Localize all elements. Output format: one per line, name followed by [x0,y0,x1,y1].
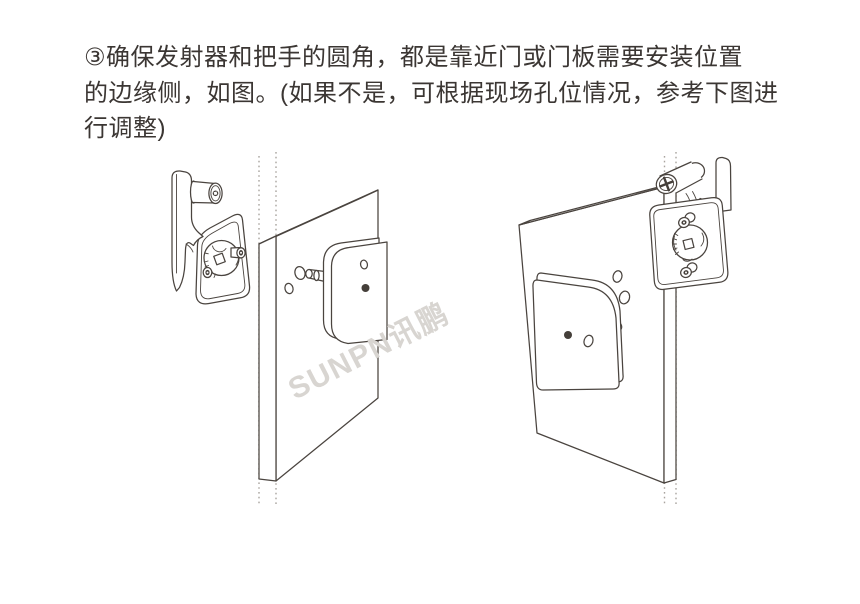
button-dot [361,284,370,292]
instruction-line-1: ③确保发射器和把手的圆角，都是靠近门或门板需要安装位置 [84,44,744,71]
square-spindle-hole [213,252,226,266]
screw-post-bottom [680,262,698,279]
cam-wheel [203,239,240,278]
screw-post-bottom [202,266,213,279]
screw-post-top [678,212,696,229]
mounting-holes [284,265,306,295]
square-spindle-hole [682,237,695,251]
button-dot [564,331,572,339]
mounting-holes [612,270,631,305]
instruction-line-2: 的边缘侧，如图。(如果不是，可根据现场孔位情况，参考下图进 [84,79,779,107]
cam-wheel [671,224,709,262]
indicator-hole [583,334,594,348]
diagram-left-scene [171,152,388,505]
transmitter-box [532,272,624,391]
handle-lever [171,170,204,292]
phillips-screw-cross [659,176,674,192]
cam-serrations [672,233,679,255]
locating-pin [305,268,326,283]
handle-assembly [171,170,251,305]
handle-knob [655,161,706,195]
diagram-right-scene [518,152,732,505]
transmitter-box [322,237,388,345]
instruction-text: ③确保发射器和把手的圆角，都是靠近门或门板需要安装位置 的边缘侧，如图。(如果不… [84,40,779,147]
indicator-hole [359,259,369,270]
instruction-line-3: 行调整) [84,115,166,142]
handle-knob [189,180,223,205]
handle-assembly [649,156,732,291]
screw-post-right [230,246,246,259]
